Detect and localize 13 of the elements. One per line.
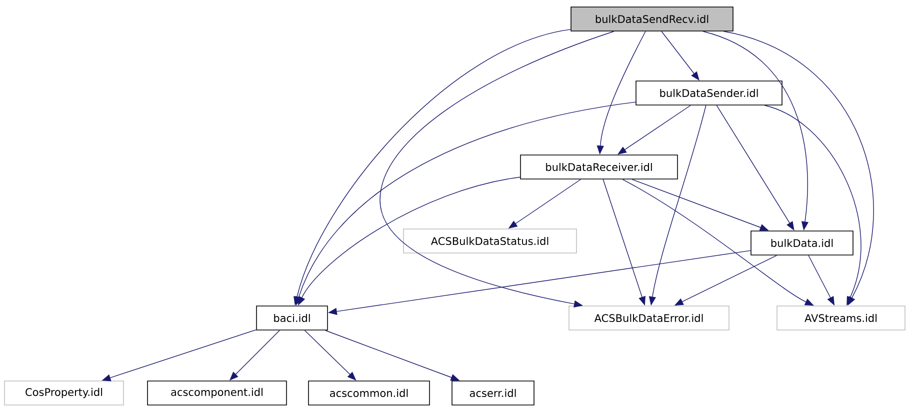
arrow <box>380 31 614 308</box>
file-box: acserr.idl <box>452 380 534 406</box>
file-box: bulkData.idl <box>750 230 854 256</box>
file-box: acscommon.idl <box>308 380 430 406</box>
file-box: ACSBulkDataError.idl <box>568 306 730 330</box>
file-box: bulkDataSendRecv.idl <box>570 6 734 32</box>
file-box: bulkDataReceiver.idl <box>520 154 678 180</box>
file-box: AVStreams.idl <box>776 306 906 330</box>
file-box: CosProperty.idl <box>4 380 124 406</box>
file-box: bulkDataSender.idl <box>636 80 782 106</box>
file-box: baci.idl <box>256 306 328 330</box>
file-box: acscomponent.idl <box>147 380 287 406</box>
file-box: ACSBulkDataStatus.idl <box>403 228 577 254</box>
